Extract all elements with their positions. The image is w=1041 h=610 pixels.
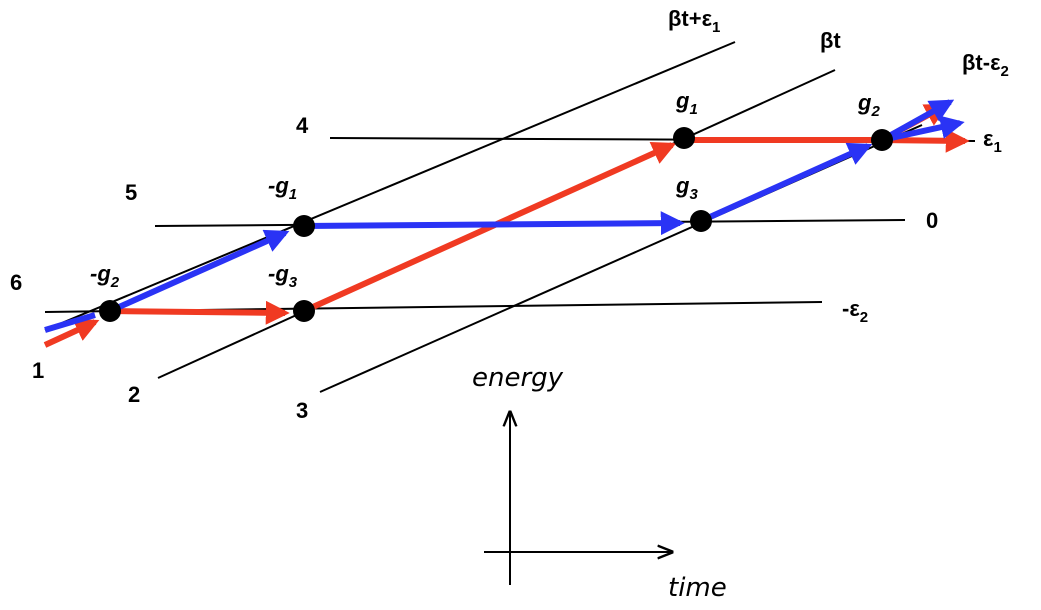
blue-segment-4 xyxy=(699,142,873,224)
node-g2 xyxy=(871,129,893,151)
diagonal-line-beta-t-plus-eps1 xyxy=(44,41,736,331)
blue-segment-2 xyxy=(108,229,290,314)
level-label-5: 5 xyxy=(125,180,137,205)
node-g1 xyxy=(673,127,695,149)
level-label-4: 4 xyxy=(296,113,309,138)
red-segment-5 xyxy=(881,128,970,153)
horizontal-label-neg-eps2: -ε2 xyxy=(842,296,868,326)
red-segment-3 xyxy=(302,141,677,314)
node-label-minus-g3: -g3 xyxy=(268,261,298,291)
level-label-3: 3 xyxy=(296,398,308,423)
node-label-g3: g3 xyxy=(675,173,698,203)
diagonal-label-beta-t-minus-eps2: βt-ε2 xyxy=(962,50,1009,80)
energy-axis-label: energy xyxy=(472,363,564,393)
horizontal-label-eps1: ε1 xyxy=(983,126,1002,156)
node-minus-g3 xyxy=(293,300,315,322)
blue-segment-1 xyxy=(44,312,96,333)
diagonal-label-beta-t-plus-eps1: βt+ε1 xyxy=(668,6,720,36)
node-label-minus-g1: -g1 xyxy=(268,173,297,203)
blue-path xyxy=(44,99,965,333)
blue-segment-5 xyxy=(880,99,955,143)
node-minus-g2 xyxy=(99,300,121,322)
level-label-1: 1 xyxy=(32,358,44,383)
level-label-6: 6 xyxy=(10,270,22,295)
node-label-g2: g2 xyxy=(857,90,880,120)
time-axis-label: time xyxy=(668,573,727,603)
node-label-minus-g2: -g2 xyxy=(90,261,120,291)
node-g3 xyxy=(690,210,712,232)
level-label-2: 2 xyxy=(128,382,140,407)
horizontal-label-0: 0 xyxy=(926,208,938,233)
blue-segment-6 xyxy=(881,115,965,143)
red-segment-2 xyxy=(109,300,290,325)
node-label-g1: g1 xyxy=(675,88,698,118)
blue-segment-3 xyxy=(303,211,685,236)
red-segment-1 xyxy=(43,319,100,348)
diagonal-label-beta-t: βt xyxy=(820,28,841,53)
node-minus-g1 xyxy=(293,215,315,237)
